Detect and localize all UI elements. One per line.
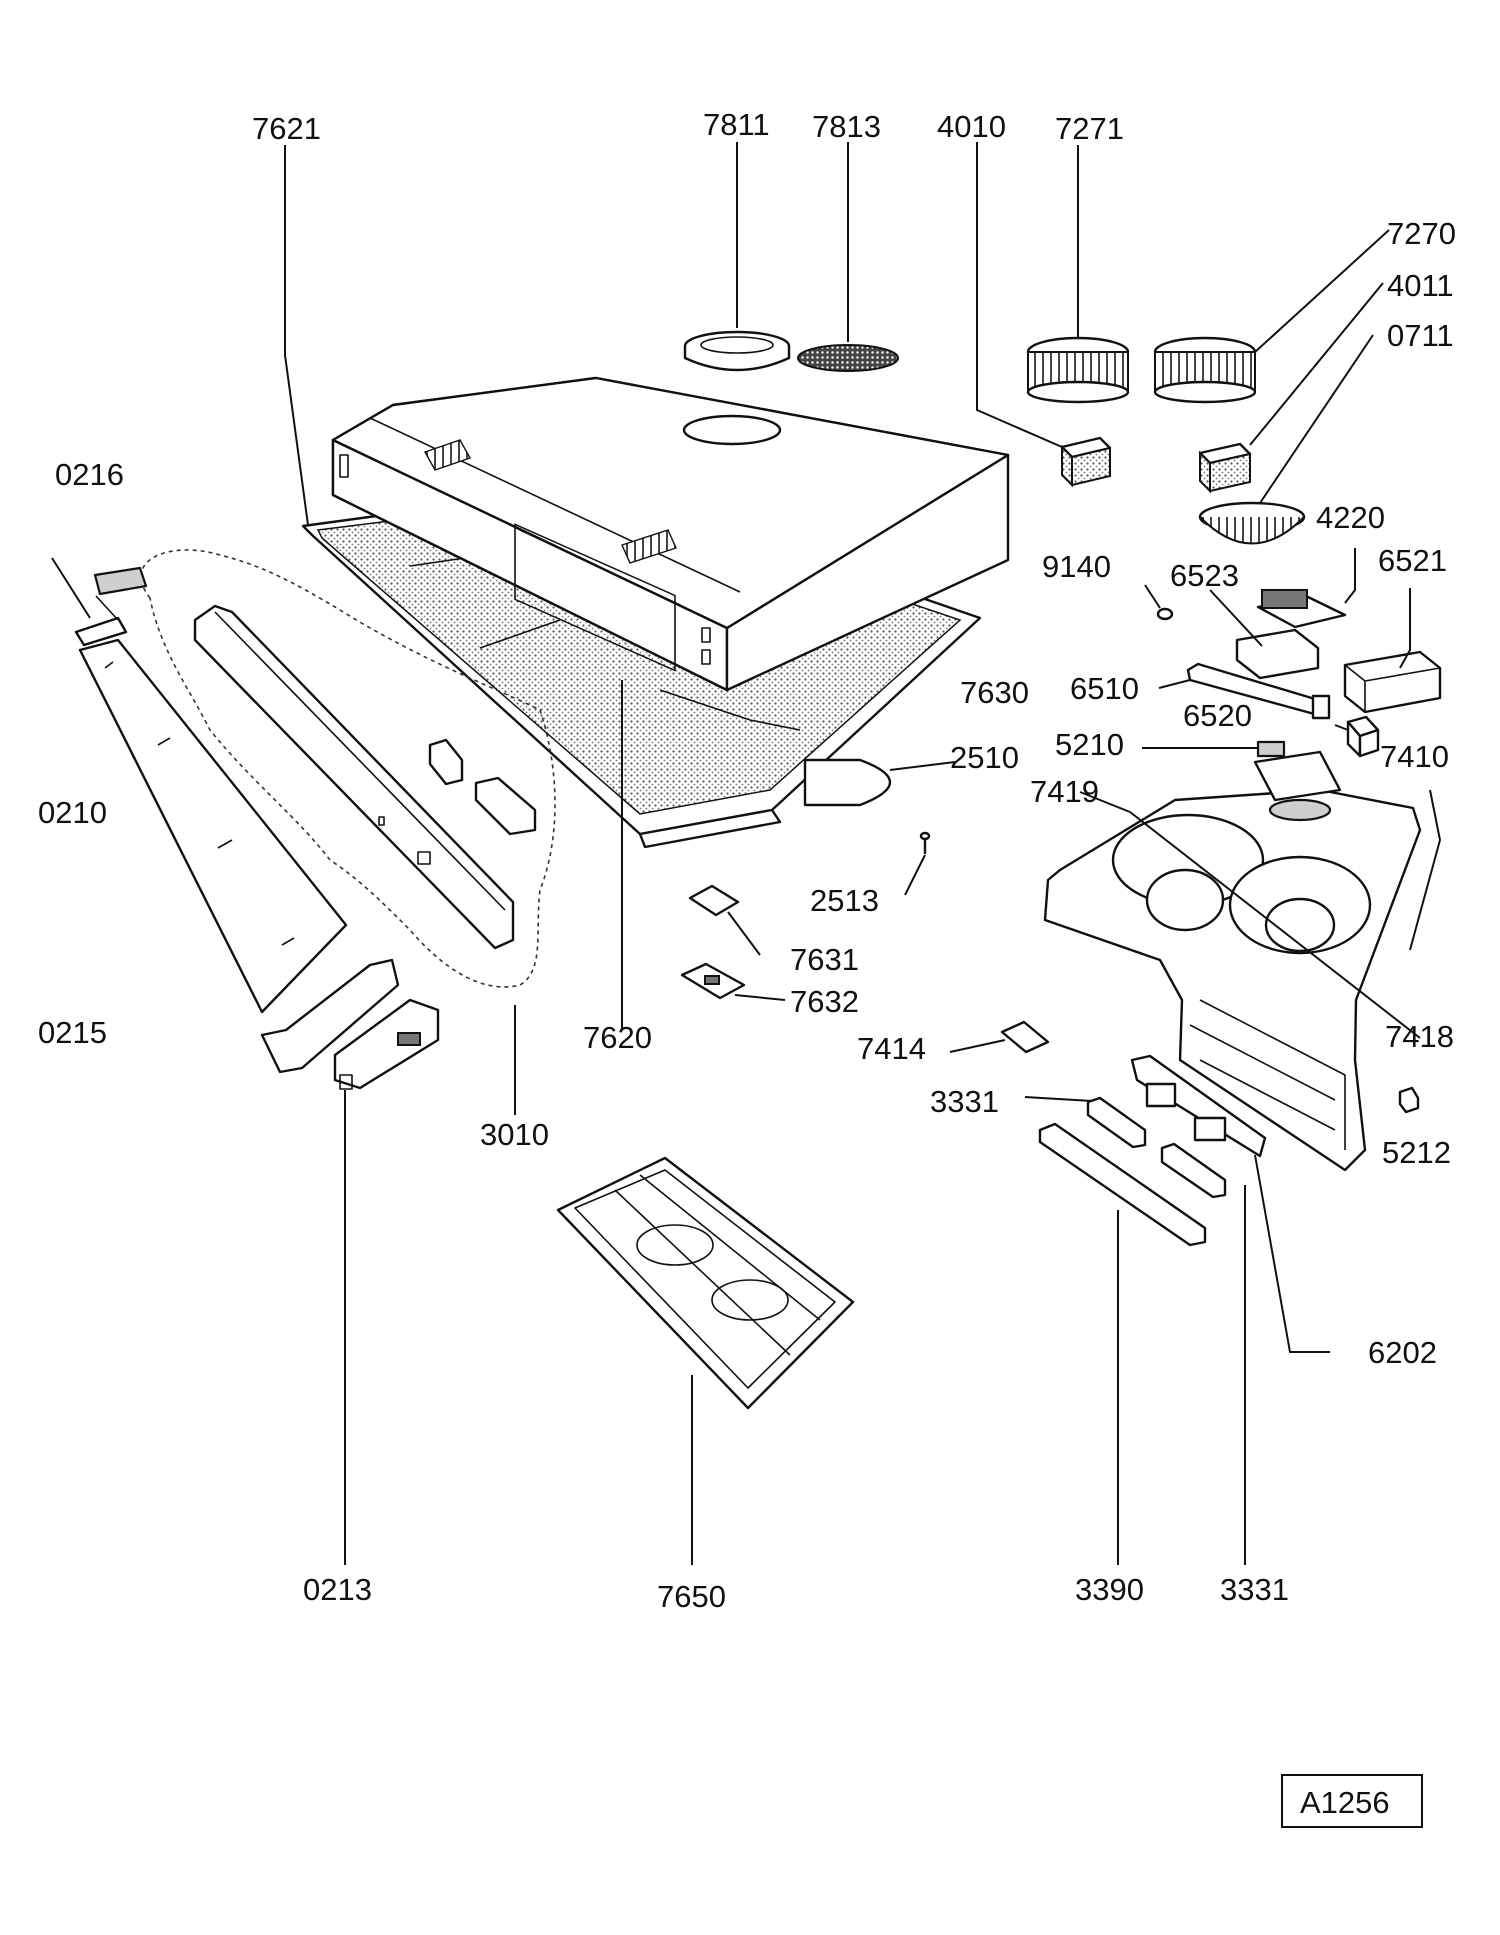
label-7271: 7271 [1055,111,1124,146]
label-9140: 9140 [1042,549,1111,584]
label-7620: 7620 [583,1020,652,1055]
diagram-id-text: A1256 [1300,1785,1390,1820]
label-6521: 6521 [1378,543,1447,578]
panel-clip-right [474,776,537,836]
label-2510: 2510 [950,740,1019,775]
end-bracket [333,998,440,1090]
small-filter-block-4011 [1198,442,1252,494]
diagram-id-stamp: A1256 [1281,1774,1423,1828]
control-pcb [1130,1054,1267,1158]
leader-lines [51,142,1442,1565]
screw [919,831,931,855]
label-7813: 7813 [812,109,881,144]
label-7414: 7414 [857,1031,926,1066]
label-7650: 7650 [657,1579,726,1614]
lamp-holder [1235,628,1320,680]
motor-housing [1043,750,1422,1172]
label-0216: 0216 [55,457,124,492]
button-rail [1038,1122,1207,1247]
terminal-block [1256,589,1347,629]
label-7811: 7811 [703,107,770,142]
control-panel-group-outline [140,549,556,988]
label-7419: 7419 [1030,774,1099,809]
switch-button-lower [1160,1142,1227,1199]
round-grille [1198,501,1306,545]
glass-front-strip [78,638,348,1014]
label-7418: 7418 [1385,1019,1454,1054]
bracket-5210 [1256,740,1286,758]
square-label [1000,1020,1050,1054]
label-3331-upper: 3331 [930,1084,999,1119]
clip-5212 [1398,1086,1420,1114]
label-7630: 7630 [960,675,1029,710]
label-7621: 7621 [252,111,321,146]
label-7270: 7270 [1387,216,1456,251]
small-filter-block-4010 [1060,436,1112,488]
label-3010: 3010 [480,1117,549,1152]
label-0213: 0213 [303,1572,372,1607]
label-4010: 4010 [937,109,1006,144]
part-labels: 7621 7811 7813 4010 7271 7270 4011 0711 … [38,107,1456,1614]
label-0711: 0711 [1387,318,1454,353]
label-7410: 7410 [1380,739,1449,774]
carbon-filter-cylinder-7270 [1153,336,1257,404]
tube-lamp [1186,662,1331,720]
label-6510: 6510 [1070,671,1139,706]
panel-clip-left [428,738,464,786]
label-6202: 6202 [1368,1335,1437,1370]
label-2513: 2513 [810,883,879,918]
top-cover-disc [683,330,791,372]
side-bracket [260,958,400,1074]
label-4220: 4220 [1316,500,1385,535]
lamp-cover-box [1343,650,1442,714]
switch-button-upper [1086,1096,1147,1149]
label-0215: 0215 [38,1015,107,1050]
glass-clip-top [74,566,148,647]
hood-vent-slots [423,439,677,564]
label-3331-lower: 3331 [1220,1572,1289,1607]
label-5210: 5210 [1055,727,1124,762]
label-4011: 4011 [1387,268,1454,303]
clip-7631 [688,884,740,917]
clip-7632 [680,962,746,1000]
label-5212: 5212 [1382,1135,1451,1170]
hood-body [331,376,1010,807]
control-panel-strip [193,604,515,950]
label-6523: 6523 [1170,558,1239,593]
carbon-filter-cylinder-7271 [1026,336,1130,404]
filter-frame [556,1156,855,1410]
label-3390: 3390 [1075,1572,1144,1607]
carbon-mesh-disc [797,344,899,372]
label-7631: 7631 [790,942,859,977]
small-nut [1156,607,1174,621]
label-0210: 0210 [38,795,107,830]
starter-cube [1346,715,1380,758]
label-6520: 6520 [1183,698,1252,733]
label-7632: 7632 [790,984,859,1019]
